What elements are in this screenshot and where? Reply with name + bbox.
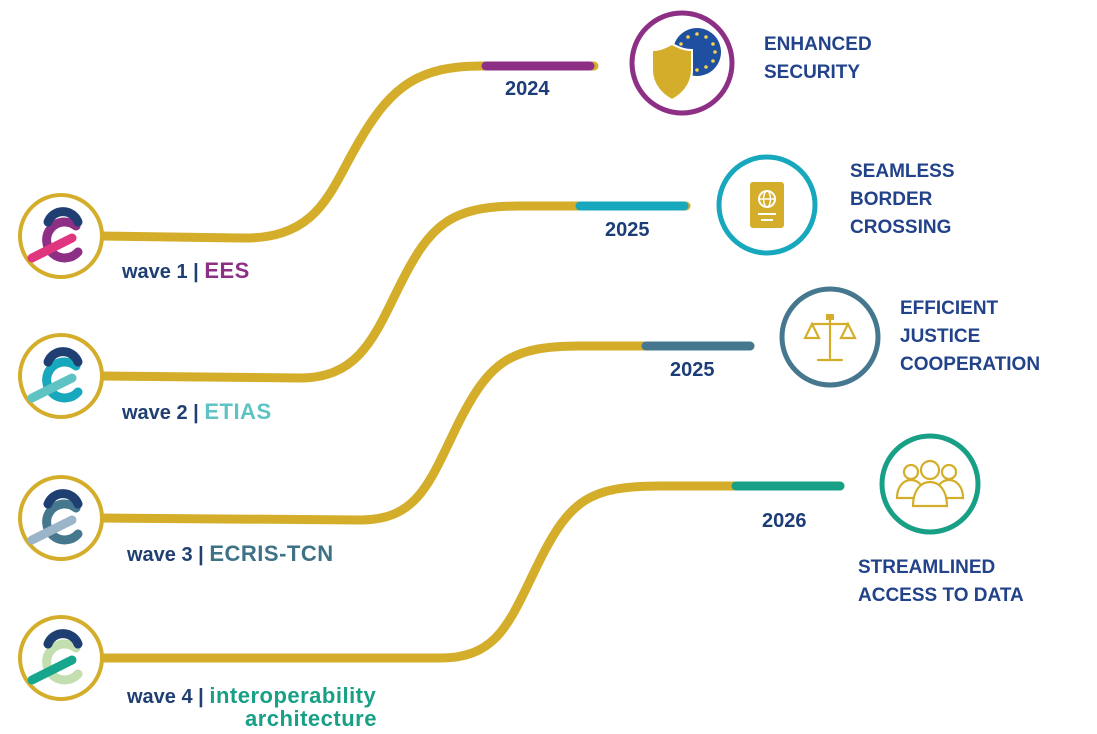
milestone-year-2: 2025: [605, 219, 650, 241]
wave-4-prefix: wave 4 |: [127, 686, 210, 708]
milestone-year-3: 2025: [670, 359, 715, 381]
wave-2-prefix: wave 2 |: [122, 402, 205, 424]
benefit-2-line-1: SEAMLESS: [850, 161, 955, 182]
benefit-1-line-2: SECURITY: [764, 62, 861, 83]
benefit-4-line-1: STREAMLINED: [858, 557, 996, 578]
wave-1-prefix: wave 1 |: [122, 261, 205, 283]
wave-1-logo-icon: [18, 193, 104, 279]
wave-4-label-line2: architecture: [245, 706, 377, 732]
wave-3-label: wave 3 | ECRIS-TCN: [127, 541, 334, 567]
wave-3-system: ECRIS-TCN: [209, 541, 334, 566]
timeline-path-4: [95, 481, 845, 663]
benefit-text-2: SEAMLESS BORDER CROSSING: [850, 158, 955, 242]
milestone-year-1: 2024: [505, 78, 550, 100]
people-group-icon: [879, 433, 981, 535]
benefit-3-line-3: COOPERATION: [900, 354, 1041, 375]
benefit-text-3: EFFICIENT JUSTICE COOPERATION: [900, 295, 1040, 379]
scales-icon: [779, 286, 881, 388]
wave-3-prefix: wave 3 |: [127, 544, 210, 566]
timeline-path-2: [95, 201, 691, 383]
wave-4-label: wave 4 | interoperability: [127, 683, 376, 709]
eu-shield-icon: [629, 10, 735, 116]
benefit-3-line-1: EFFICIENT: [900, 298, 999, 319]
milestone-year-4: 2026: [762, 510, 807, 532]
wave-4-system-line2: architecture: [245, 706, 377, 731]
benefit-1-line-1: ENHANCED: [764, 34, 872, 55]
wave-3-logo-icon: [18, 475, 104, 561]
passport-icon: [716, 154, 818, 256]
wave-4-logo-icon: [18, 615, 104, 701]
wave-1-system: EES: [204, 258, 250, 283]
wave-1-label: wave 1 | EES: [122, 258, 250, 284]
benefit-text-4: STREAMLINED ACCESS TO DATA: [858, 554, 1024, 610]
timeline-path-3: [95, 341, 755, 525]
benefit-3-line-2: JUSTICE: [900, 326, 981, 347]
wave-4-system: interoperability: [209, 683, 377, 708]
benefit-4-line-2: ACCESS TO DATA: [858, 585, 1024, 606]
wave-2-label: wave 2 | ETIAS: [122, 399, 272, 425]
timeline-path-1: [95, 61, 599, 243]
wave-2-system: ETIAS: [204, 399, 272, 424]
wave-2-logo-icon: [18, 333, 104, 419]
benefit-text-1: ENHANCED SECURITY: [764, 31, 872, 87]
benefit-2-line-2: BORDER: [850, 189, 933, 210]
benefit-2-line-3: CROSSING: [850, 217, 952, 238]
